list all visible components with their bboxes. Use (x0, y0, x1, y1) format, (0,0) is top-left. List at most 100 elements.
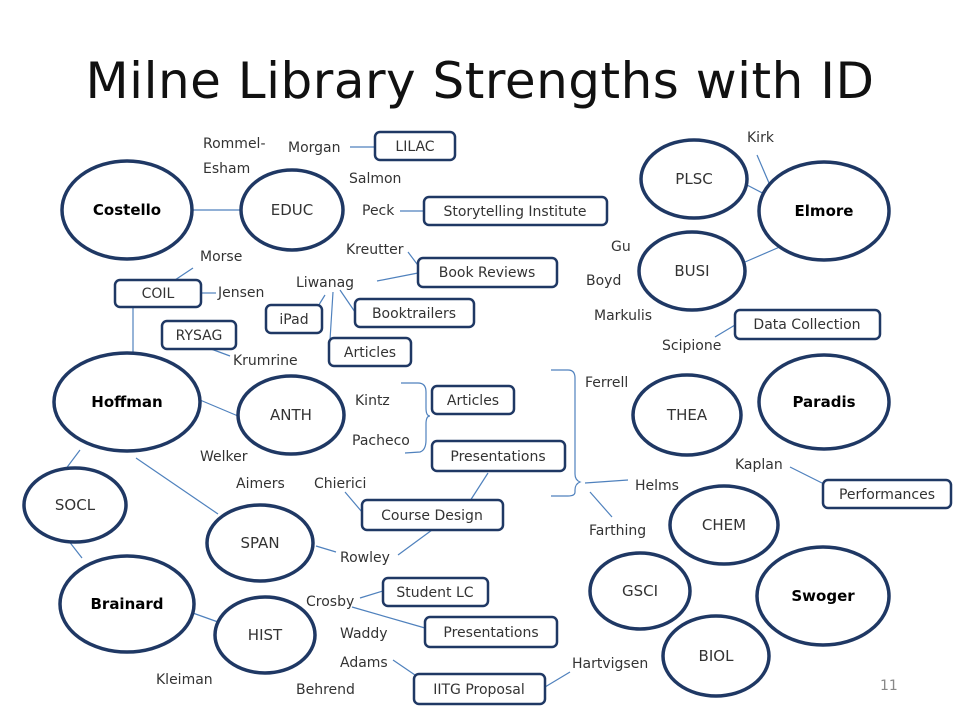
box-ipad[interactable]: iPad (264, 303, 324, 335)
edge-kaplan-performances (789, 466, 829, 487)
node-costello[interactable]: Costello (60, 159, 194, 261)
node-span-label: SPAN (240, 534, 279, 552)
edge-scipione-datacollection (714, 324, 736, 338)
edge-brace-helms (584, 479, 629, 484)
name-helms: Helms (635, 478, 679, 494)
edge-liwanag-bookreviews (376, 272, 419, 282)
name-scipione: Scipione (662, 338, 721, 354)
node-biol[interactable]: BIOL (661, 614, 771, 698)
edge-liwanag-booktrailers (339, 289, 356, 313)
name-chierici: Chierici (314, 476, 366, 492)
box-student-lc[interactable]: Student LC (381, 576, 490, 608)
node-educ[interactable]: EDUC (239, 168, 345, 252)
edge-chierici-coursedesign (344, 491, 363, 513)
connectors (64, 146, 829, 688)
page-number: 11 (880, 678, 898, 694)
node-busi[interactable]: BUSI (637, 230, 747, 312)
node-chem-label: CHEM (702, 516, 746, 534)
box-rysag[interactable]: RYSAG (160, 319, 238, 351)
box-course-design[interactable]: Course Design (360, 498, 505, 532)
node-thea[interactable]: THEA (631, 373, 743, 457)
name-adams: Adams (340, 655, 388, 671)
box-storytelling-label: Storytelling Institute (443, 204, 586, 220)
box-data-collection-label: Data Collection (753, 317, 860, 333)
node-brainard[interactable]: Brainard (58, 554, 196, 654)
name-pacheco: Pacheco (352, 433, 410, 449)
box-booktrailers[interactable]: Booktrailers (353, 297, 476, 329)
page-title: Milne Library Strengths with ID (85, 52, 875, 110)
brace-ferrell-helms (551, 369, 582, 497)
box-lilac[interactable]: LILAC (373, 130, 457, 162)
box-articles-top-label: Articles (344, 345, 396, 361)
box-presentations-bottom[interactable]: Presentations (423, 615, 559, 649)
node-hoffman-label: Hoffman (91, 393, 162, 411)
node-socl-label: SOCL (55, 496, 96, 514)
name-ferrell: Ferrell (585, 375, 628, 391)
box-articles-mid[interactable]: Articles (430, 384, 516, 416)
node-anth[interactable]: ANTH (236, 374, 346, 456)
box-booktrailers-label: Booktrailers (372, 306, 456, 322)
node-anth-label: ANTH (270, 406, 312, 424)
name-morgan: Morgan (288, 140, 341, 156)
name-krumrine: Krumrine (233, 353, 298, 369)
node-chem[interactable]: CHEM (668, 484, 780, 566)
name-rommel-esham-line2: Esham (203, 161, 250, 177)
node-gsci[interactable]: GSCI (588, 551, 692, 631)
node-swoger[interactable]: Swoger (755, 545, 891, 647)
name-kirk: Kirk (747, 130, 775, 146)
edge-busi-elmore (744, 245, 783, 263)
node-elmore[interactable]: Elmore (757, 160, 891, 262)
name-boyd: Boyd (586, 273, 621, 289)
edge-brace-farthing (589, 491, 613, 518)
name-rommel-esham-line1: Rommel- (203, 136, 266, 152)
node-span[interactable]: SPAN (205, 503, 315, 583)
node-plsc-label: PLSC (675, 170, 712, 188)
box-ipad-label: iPad (279, 312, 308, 328)
edge-coursedesign-presentations (469, 472, 489, 502)
name-markulis: Markulis (594, 308, 652, 324)
name-rowley: Rowley (340, 550, 390, 566)
name-hartvigsen: Hartvigsen (572, 656, 648, 672)
box-book-reviews-label: Book Reviews (439, 265, 536, 281)
node-educ-label: EDUC (271, 201, 313, 219)
name-kintz: Kintz (355, 393, 390, 409)
edge-brainard-hist (189, 611, 219, 623)
box-coil-label: COIL (142, 286, 175, 302)
name-kaplan: Kaplan (735, 457, 783, 473)
node-paradis[interactable]: Paradis (757, 353, 891, 451)
box-lilac-label: LILAC (395, 139, 434, 155)
box-iitg-proposal[interactable]: IITG Proposal (412, 672, 547, 706)
name-kleiman: Kleiman (156, 672, 213, 688)
box-presentations-bottom-label: Presentations (443, 625, 538, 641)
edge-iitg-hartvigsen (544, 671, 571, 688)
node-thea-label: THEA (666, 406, 708, 424)
box-book-reviews[interactable]: Book Reviews (416, 256, 559, 289)
box-articles-top[interactable]: Articles (327, 336, 413, 368)
edge-span-rowley (315, 545, 337, 553)
node-biol-label: BIOL (699, 647, 735, 665)
node-hoffman[interactable]: Hoffman (52, 351, 202, 453)
name-farthing: Farthing (589, 523, 646, 539)
box-data-collection[interactable]: Data Collection (733, 308, 882, 341)
node-swoger-label: Swoger (791, 587, 855, 605)
node-gsci-label: GSCI (622, 582, 658, 600)
box-performances[interactable]: Performances (821, 478, 953, 510)
node-paradis-label: Paradis (792, 393, 855, 411)
node-plsc[interactable]: PLSC (639, 138, 749, 220)
edge-liwanag-articles (329, 291, 334, 341)
box-iitg-proposal-label: IITG Proposal (433, 682, 525, 698)
person-names: Rommel- Esham Morgan Salmon Peck Kreutte… (156, 130, 783, 698)
box-presentations-mid[interactable]: Presentations (430, 439, 567, 473)
name-welker: Welker (200, 449, 248, 465)
name-liwanag: Liwanag (296, 275, 354, 291)
edge-hoffman-span (135, 457, 219, 515)
node-hist[interactable]: HIST (213, 595, 317, 675)
box-storytelling[interactable]: Storytelling Institute (422, 195, 609, 227)
name-waddy: Waddy (340, 626, 388, 642)
node-elmore-label: Elmore (795, 202, 854, 220)
edge-adams-iitg (392, 659, 416, 676)
box-coil[interactable]: COIL (113, 278, 203, 309)
edge-hoffman-anth (199, 399, 239, 417)
node-socl[interactable]: SOCL (22, 466, 128, 544)
